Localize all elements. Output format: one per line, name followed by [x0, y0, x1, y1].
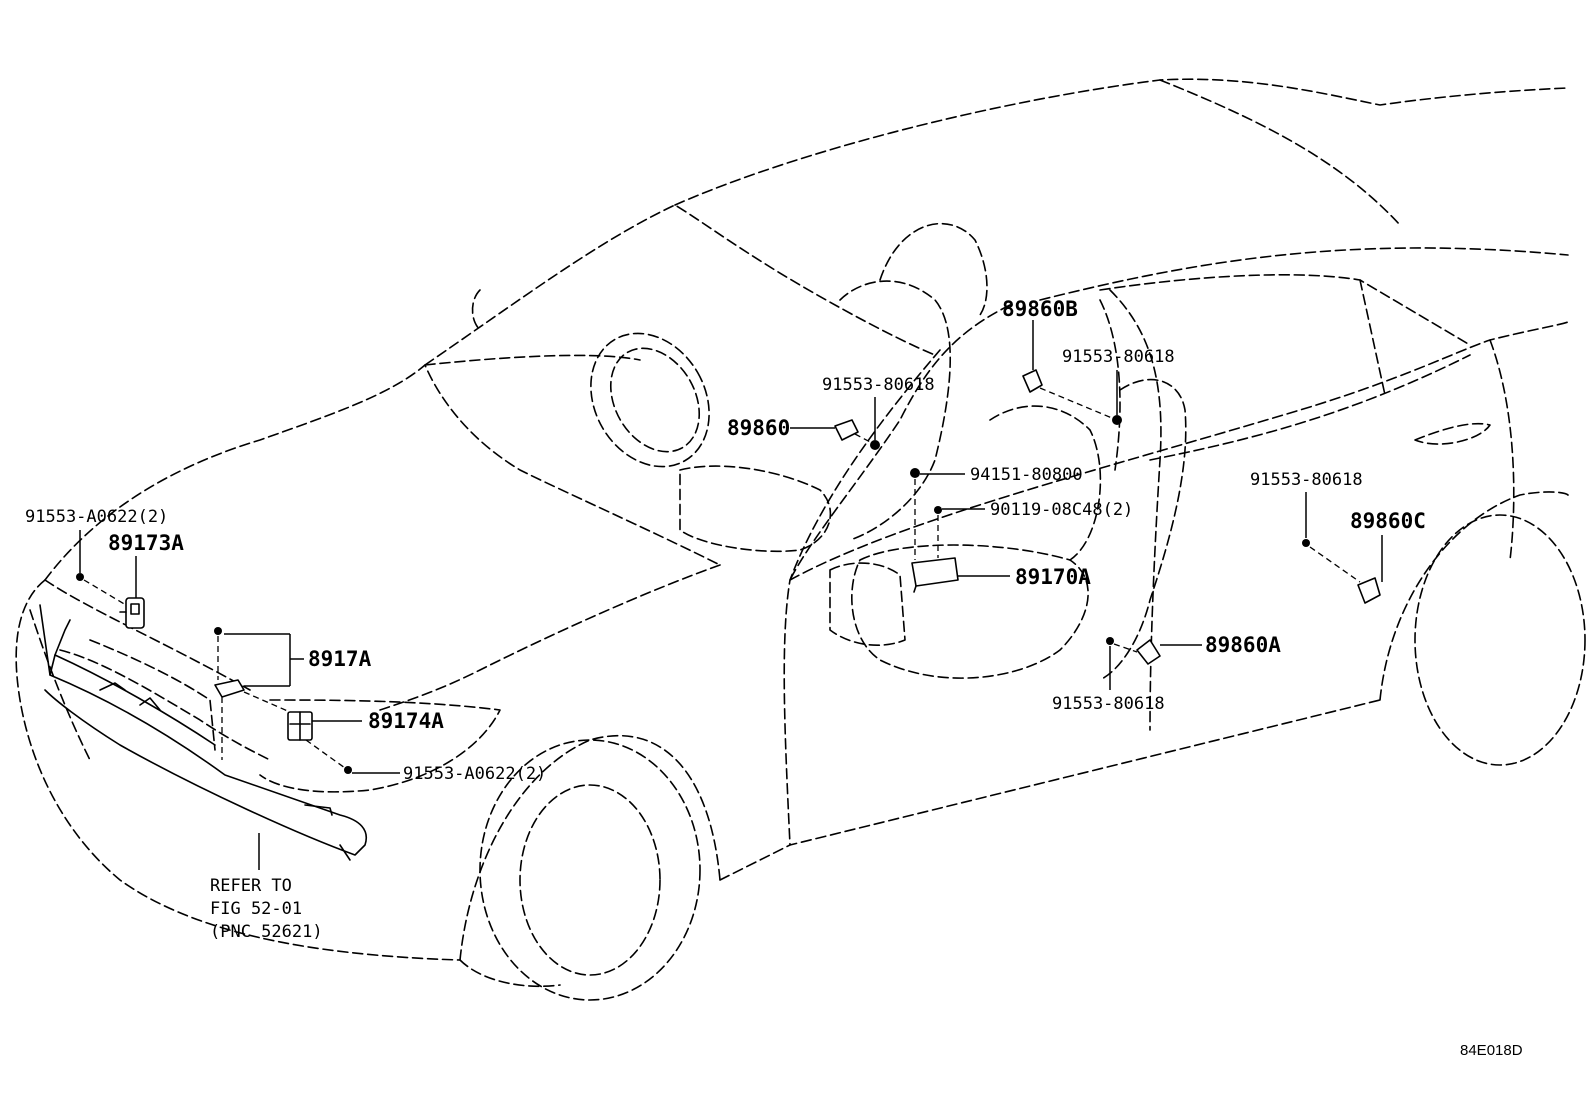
sensor-89860-icon [834, 419, 859, 441]
sensor-89860c-icon [1357, 577, 1381, 604]
leader-lines [79, 320, 1383, 870]
label-91553-a0622-bottom: 91553-A0622(2) [403, 764, 546, 784]
label-89860: 89860 [727, 416, 790, 440]
label-91553-80618-b: 91553-80618 [1062, 347, 1175, 367]
label-89860b: 89860B [1002, 297, 1078, 321]
label-90119-08c48: 90119-08C48(2) [990, 500, 1133, 520]
label-91553-80618-d: 91553-80618 [1052, 694, 1165, 714]
callout-labels: 91553-A0622(2) 89173A 8917A 89174A 91553… [25, 297, 1523, 1059]
label-89174a: 89174A [368, 709, 444, 733]
sensor-89860b-icon [1022, 369, 1043, 393]
label-91553-a0622-top: 91553-A0622(2) [25, 507, 168, 527]
label-91553-80618-a: 91553-80618 [822, 375, 935, 395]
label-89173a: 89173A [108, 531, 184, 555]
label-89860a: 89860A [1205, 633, 1281, 657]
bolt-icons [76, 415, 1310, 774]
drawing-code: 84E018D [1460, 1042, 1523, 1059]
sensor-89173a-icon [119, 597, 145, 629]
ecu-89170a-icon [911, 557, 959, 593]
front-bumper-beam [39, 604, 367, 861]
label-89860c: 89860C [1350, 509, 1426, 533]
reference-line-2: FIG 52-01 [210, 899, 302, 919]
label-8917a: 8917A [308, 647, 372, 671]
reference-line-3: (PNC 52621) [210, 922, 323, 942]
label-94151-80800: 94151-80800 [970, 465, 1083, 485]
sensor-89860a-icon [1136, 639, 1161, 665]
label-89170a: 89170A [1015, 565, 1091, 589]
label-91553-80618-c: 91553-80618 [1250, 470, 1363, 490]
car-outline [15, 78, 1586, 1001]
bracket-89174a-icon [287, 711, 313, 741]
reference-line-1: REFER TO [210, 876, 292, 896]
sensor-8917a-icon [214, 679, 245, 698]
